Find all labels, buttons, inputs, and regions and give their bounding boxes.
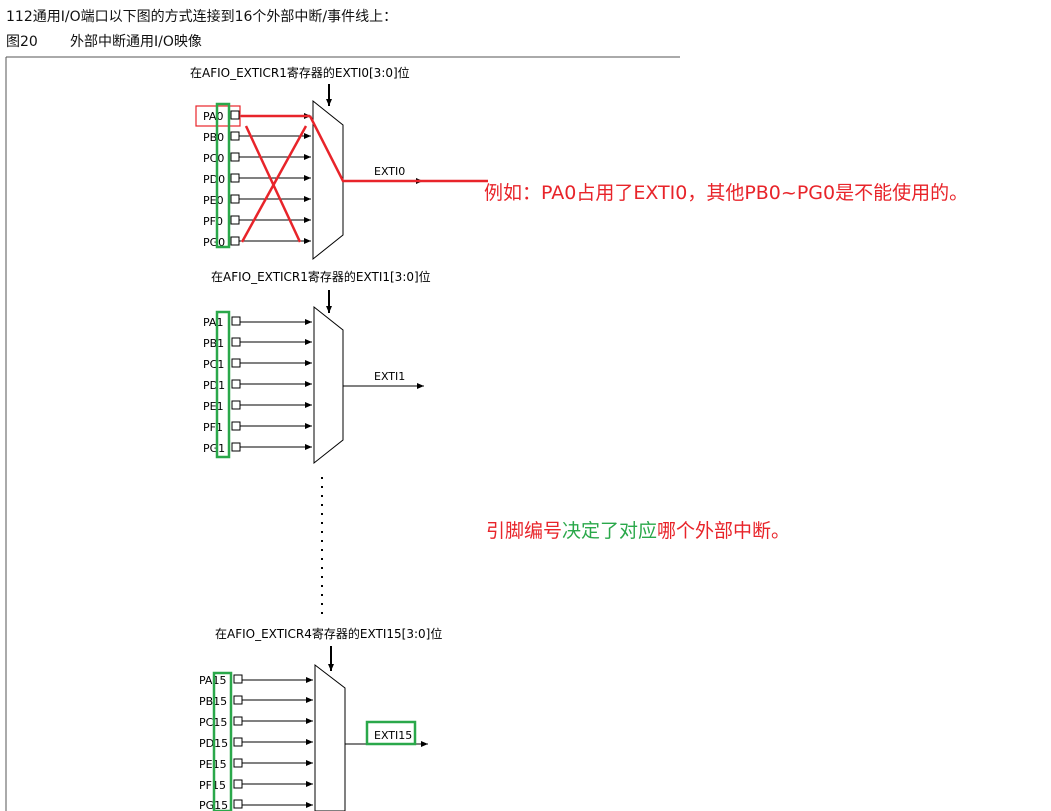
rule-annotation-part1: 引脚编号 xyxy=(486,520,563,542)
pin-label: PG1 xyxy=(203,442,225,455)
pin-square xyxy=(230,131,240,141)
pin-square xyxy=(233,799,243,809)
pin-label: PA0 xyxy=(203,110,223,123)
cross-out-line xyxy=(240,125,308,243)
pin-square xyxy=(231,400,241,410)
pin-label: PD1 xyxy=(203,379,225,392)
pin-label: PF15 xyxy=(199,779,226,792)
output-label: EXTI1 xyxy=(374,370,405,383)
mux-block-exti0: 在AFIO_EXTICR1寄存器的EXTI0[3:0]位 PA0 PB0 PC0… xyxy=(190,65,488,261)
pin-row: PA1 xyxy=(203,316,312,329)
intro-text: 112通用I/O端口以下图的方式连接到16个外部中断/事件线上： xyxy=(6,9,398,25)
pin-square xyxy=(230,236,240,246)
pin-row: PC1 xyxy=(203,358,312,371)
pin-row: PD15 xyxy=(199,737,313,750)
register-label: 在AFIO_EXTICR4寄存器的EXTI15[3:0]位 xyxy=(215,626,442,641)
pin-row: PG15 xyxy=(199,799,313,811)
pin-square xyxy=(231,358,241,368)
pin-square xyxy=(230,194,240,204)
figure-number: 图20 xyxy=(6,34,38,50)
pin-row: PA15 xyxy=(199,674,313,687)
pin-square xyxy=(231,379,241,389)
pin-label: PF1 xyxy=(203,421,223,434)
pin-label: PD0 xyxy=(203,173,225,186)
pin-row: PD1 xyxy=(203,379,312,392)
pin-row: PE15 xyxy=(199,758,313,771)
register-label: 在AFIO_EXTICR1寄存器的EXTI0[3:0]位 xyxy=(190,65,410,80)
pin-square xyxy=(231,421,241,431)
pin-square xyxy=(233,737,243,747)
pin-row: PE1 xyxy=(203,400,312,413)
pin-square xyxy=(233,695,243,705)
pin-label: PA15 xyxy=(199,674,226,687)
example-annotation: 例如：PA0占用了EXTI0，其他PB0~PG0是不能使用的。 xyxy=(484,182,969,204)
pin-row: PB1 xyxy=(203,337,312,350)
exti15-highlight-box xyxy=(365,720,417,746)
rule-annotation-part3: 哪个外部中断。 xyxy=(657,520,791,542)
pin-row: PF1 xyxy=(203,421,312,434)
pin-square xyxy=(230,173,240,183)
rule-annotation: 引脚编号决定了对应哪个外部中断。 xyxy=(486,516,790,543)
pin-row: PC0 xyxy=(203,152,311,165)
multiplexer-shape xyxy=(314,663,346,811)
pa0-to-exti0-path xyxy=(308,115,488,183)
multiplexer-shape xyxy=(313,305,344,465)
figure-caption: 图20 外部中断通用I/O映像 xyxy=(6,31,202,51)
pin-square xyxy=(233,779,243,789)
pin-square xyxy=(233,758,243,768)
pin-row: PC15 xyxy=(199,716,313,729)
register-label: 在AFIO_EXTICR1寄存器的EXTI1[3:0]位 xyxy=(211,269,431,284)
pin-label: PB1 xyxy=(203,337,224,350)
pin-number-highlight xyxy=(215,310,231,459)
pin-row: PB15 xyxy=(199,695,313,708)
pin-label: PA1 xyxy=(203,316,223,329)
output-label: EXTI0 xyxy=(374,165,405,178)
pin-label: PE1 xyxy=(203,400,224,413)
pin-label: PF0 xyxy=(203,215,223,228)
pin-row: PD0 xyxy=(203,173,311,186)
pin-square xyxy=(230,152,240,162)
mux-block-exti15: 在AFIO_EXTICR4寄存器的EXTI15[3:0]位 PA15 PB15 … xyxy=(199,626,442,811)
mux-block-exti1: 在AFIO_EXTICR1寄存器的EXTI1[3:0]位 PA1 PB1 PC1… xyxy=(203,269,431,465)
pin-row: PF15 xyxy=(199,779,313,792)
pin-square xyxy=(233,716,243,726)
pin-square xyxy=(233,674,243,684)
pin-number-highlight xyxy=(212,671,233,811)
pin-square xyxy=(230,215,240,225)
figure-title: 外部中断通用I/O映像 xyxy=(70,34,202,50)
rule-annotation-part2: 决定了对应 xyxy=(562,520,658,542)
pin-square xyxy=(231,442,241,452)
pin-square xyxy=(231,337,241,347)
pin-row: PG1 xyxy=(203,442,312,455)
pin-label: PC0 xyxy=(203,152,224,165)
pin-row: PB0 xyxy=(203,131,311,144)
multiplexer-shape xyxy=(312,99,344,261)
pin-square xyxy=(231,316,241,326)
pin-label: PE0 xyxy=(203,194,224,207)
output-label: EXTI15 xyxy=(374,729,412,742)
pin-square xyxy=(230,110,240,120)
pin-number-highlight xyxy=(215,102,231,249)
pin-label: PB0 xyxy=(203,131,224,144)
pin-row: PE0 xyxy=(203,194,311,207)
pin-label: PC1 xyxy=(203,358,224,371)
